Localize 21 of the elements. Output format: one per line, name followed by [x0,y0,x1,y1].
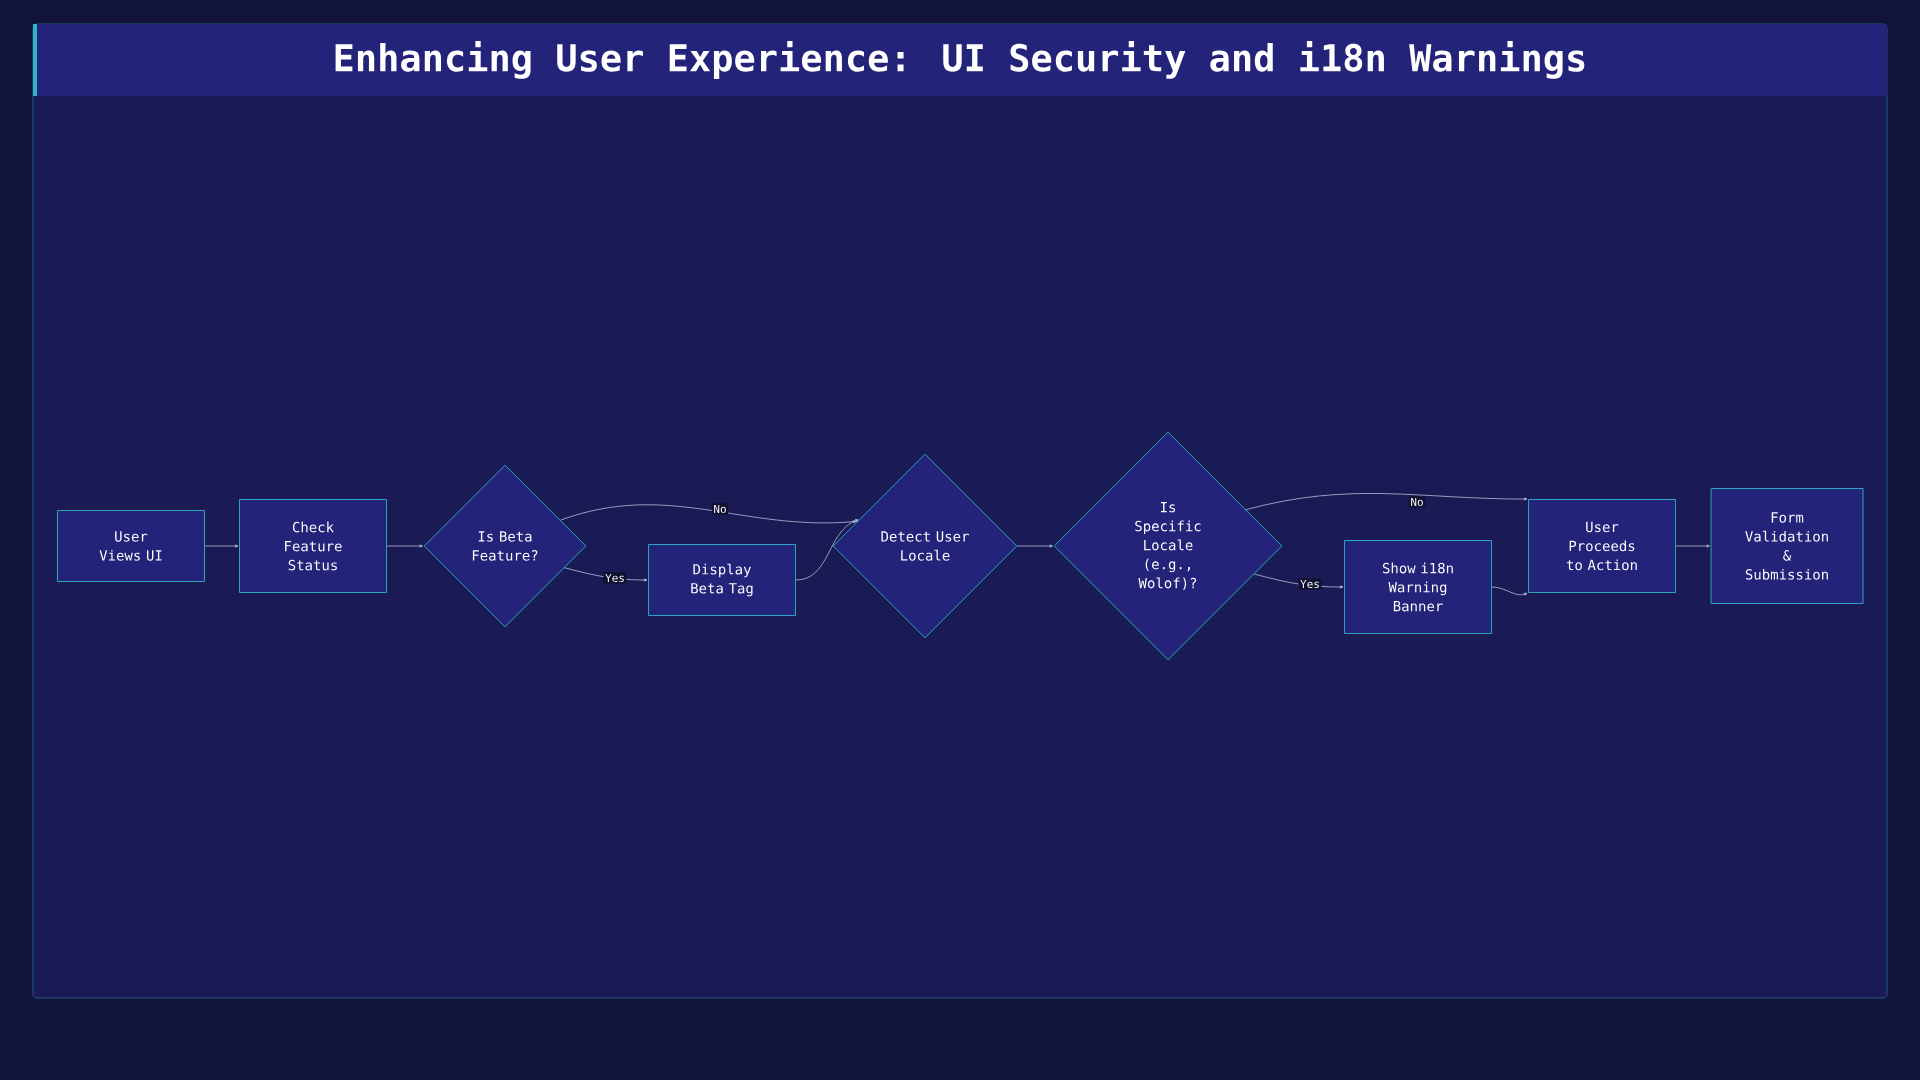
process-box: User Proceeds to Action [1528,499,1676,593]
process-box: User Views UI [57,510,205,582]
edge-label: No [711,503,729,515]
edge-label: No [1408,496,1426,508]
process-box: Check Feature Status [239,499,387,593]
process-box: Display Beta Tag [648,544,796,616]
arrow [1254,573,1344,589]
edge-label: Yes [1298,578,1322,590]
process-box: Show i18n Warning Banner [1344,540,1492,634]
arrow [795,519,859,581]
arrow [1245,493,1528,510]
arrow [1675,544,1710,548]
arrow [386,544,423,548]
arrow [204,544,239,548]
arrow [1017,544,1053,548]
arrow [1491,586,1528,596]
title: Enhancing User Experience: UI Security and i18n Warnings [335,41,1585,79]
process-box: Form Validation & Submission [1710,488,1864,604]
arrow [560,504,857,524]
edge-label: Yes [603,572,627,584]
arrow [564,567,648,582]
